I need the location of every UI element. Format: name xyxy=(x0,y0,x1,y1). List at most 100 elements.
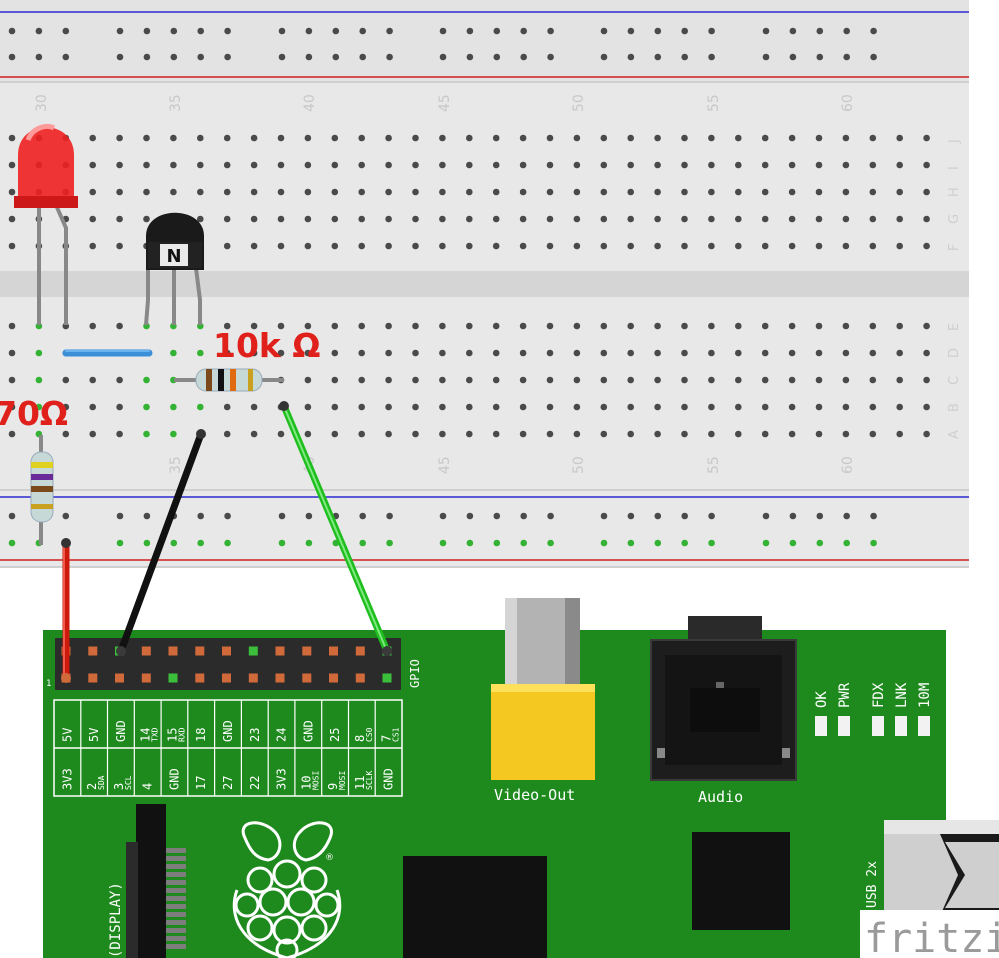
breadboard-hole xyxy=(869,376,877,384)
breadboard-hole xyxy=(143,430,150,438)
breadboard-hole xyxy=(735,430,742,438)
breadboard-hole xyxy=(412,161,419,169)
breadboard-hole xyxy=(224,27,231,35)
breadboard-hole xyxy=(305,512,313,520)
breadboard-hole xyxy=(654,27,662,35)
breadboard-hole xyxy=(250,403,258,411)
breadboard-hole xyxy=(331,349,339,357)
breadboard-hole xyxy=(681,188,688,196)
led-label-pwr: PWR xyxy=(837,682,853,708)
resistor-small-label: 70Ω xyxy=(0,394,68,433)
breadboard-hole xyxy=(116,512,124,520)
breadboard-hole xyxy=(761,161,769,169)
breadboard-hole xyxy=(439,242,446,250)
breadboard-hole xyxy=(735,403,742,411)
audio-label: Audio xyxy=(698,788,743,806)
led-pwr xyxy=(838,716,850,736)
breadboard-hole xyxy=(386,539,393,547)
breadboard-hole xyxy=(385,349,392,357)
breadboard: 30 35 40 45 50 55 60 35 40 45 50 55 60 J… xyxy=(0,0,969,568)
display-connector-pin xyxy=(166,912,186,917)
breadboard-hole xyxy=(439,134,446,142)
gpio-pin xyxy=(355,646,365,656)
breadboard-hole xyxy=(439,322,446,330)
breadboard-hole xyxy=(869,242,877,250)
breadboard-hole xyxy=(519,242,527,250)
breadboard-hole xyxy=(197,161,204,169)
display-connector: (DISPLAY) xyxy=(108,804,186,958)
breadboard-hole xyxy=(412,134,419,142)
breadboard-hole xyxy=(35,403,43,411)
breadboard-hole xyxy=(143,161,150,169)
svg-text:45: 45 xyxy=(437,456,453,474)
breadboard-hole xyxy=(681,134,688,142)
breadboard-hole xyxy=(708,376,715,384)
svg-text:G: G xyxy=(947,214,962,224)
breadboard-hole xyxy=(358,215,366,223)
svg-text:30: 30 xyxy=(34,94,50,112)
breadboard-hole xyxy=(466,215,473,223)
breadboard-hole xyxy=(331,134,339,142)
breadboard-hole xyxy=(277,430,285,438)
breadboard-hole xyxy=(843,512,850,520)
breadboard-hole xyxy=(143,376,150,384)
gpio-pin xyxy=(222,646,231,656)
breadboard-hole xyxy=(600,53,608,61)
breadboard-hole xyxy=(278,539,286,547)
gpio-pin-label: 24 xyxy=(275,728,289,742)
breadboard-hole xyxy=(224,53,231,61)
display-connector-pin xyxy=(166,936,186,941)
breadboard-hole xyxy=(250,430,258,438)
svg-text:55: 55 xyxy=(706,456,722,474)
breadboard-hole xyxy=(331,376,339,384)
breadboard-hole xyxy=(116,53,124,61)
breadboard-hole xyxy=(815,215,823,223)
breadboard-hole xyxy=(62,27,70,35)
display-connector-pin xyxy=(166,848,186,853)
display-connector-pin xyxy=(166,928,186,933)
svg-text:35: 35 xyxy=(168,94,184,112)
breadboard-hole xyxy=(331,242,339,250)
breadboard-hole xyxy=(896,134,903,142)
row-letters: J I H G F E D C B A xyxy=(947,139,962,439)
gpio-pin-label: 2 xyxy=(85,783,99,790)
breadboard-hole xyxy=(250,322,258,330)
breadboard-hole xyxy=(681,403,688,411)
breadboard-hole xyxy=(788,403,796,411)
gpio-pin-label: 27 xyxy=(221,776,235,790)
breadboard-hole xyxy=(170,161,177,169)
breadboard-hole xyxy=(492,242,500,250)
breadboard-hole xyxy=(170,430,177,438)
breadboard-hole xyxy=(708,27,715,35)
led-ok xyxy=(815,716,827,736)
breadboard-hole xyxy=(788,430,796,438)
breadboard-hole xyxy=(519,349,527,357)
gpio-pin xyxy=(141,673,151,683)
red-led xyxy=(14,124,78,325)
breadboard-hole xyxy=(762,512,770,520)
breadboard-hole xyxy=(761,403,769,411)
breadboard-hole xyxy=(627,403,634,411)
breadboard-hole xyxy=(735,188,742,196)
breadboard-hole xyxy=(519,161,527,169)
breadboard-hole xyxy=(143,188,150,196)
breadboard-hole xyxy=(923,188,930,196)
breadboard-hole xyxy=(358,134,366,142)
svg-text:A: A xyxy=(947,430,962,439)
breadboard-hole xyxy=(170,53,178,61)
breadboard-hole xyxy=(869,215,877,223)
breadboard-hole xyxy=(224,512,231,520)
breadboard-hole xyxy=(654,430,661,438)
breadboard-hole xyxy=(466,512,474,520)
breadboard-hole xyxy=(815,188,823,196)
wire-end xyxy=(61,538,71,548)
breadboard-hole xyxy=(466,349,473,357)
breadboard-hole xyxy=(223,430,231,438)
breadboard-hole xyxy=(277,349,285,357)
gpio-pin xyxy=(275,673,285,683)
breadboard-hole xyxy=(735,161,742,169)
display-connector-pin xyxy=(166,880,186,885)
